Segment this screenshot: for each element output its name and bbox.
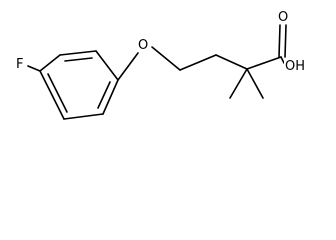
- methyl-bond: [246, 68, 264, 99]
- chemical-structure: [27, 24, 287, 120]
- ring-double-bond: [64, 57, 93, 62]
- ether-oxygen-atom-label: O: [137, 38, 150, 53]
- c-c-bond: [215, 54, 248, 70]
- ring-bond: [39, 54, 61, 72]
- ring-bond: [102, 79, 119, 115]
- carbonyl-oxygen-atom-label: O: [277, 10, 290, 25]
- c-c-bond: [246, 56, 282, 70]
- c-o-bond: [117, 52, 139, 81]
- ring-bond: [95, 50, 119, 81]
- c-f-bond: [27, 65, 41, 72]
- ring-bond: [63, 113, 104, 120]
- ring-bond: [59, 50, 97, 56]
- carbonyl-bond: [278, 24, 281, 58]
- ring-double-bond: [97, 81, 111, 109]
- ring-bond: [39, 70, 65, 120]
- ring-double-bond: [47, 73, 68, 113]
- benzene-ring: [39, 50, 119, 120]
- fluorine-atom-label: F: [15, 57, 25, 72]
- o-c-bond: [151, 46, 181, 71]
- methyl-bond: [229, 68, 248, 99]
- c-c-bond: [179, 54, 217, 71]
- c-oh-bond: [280, 56, 285, 64]
- hydroxyl-group-label: OH: [284, 59, 307, 74]
- carbonyl-bond: [284, 24, 287, 58]
